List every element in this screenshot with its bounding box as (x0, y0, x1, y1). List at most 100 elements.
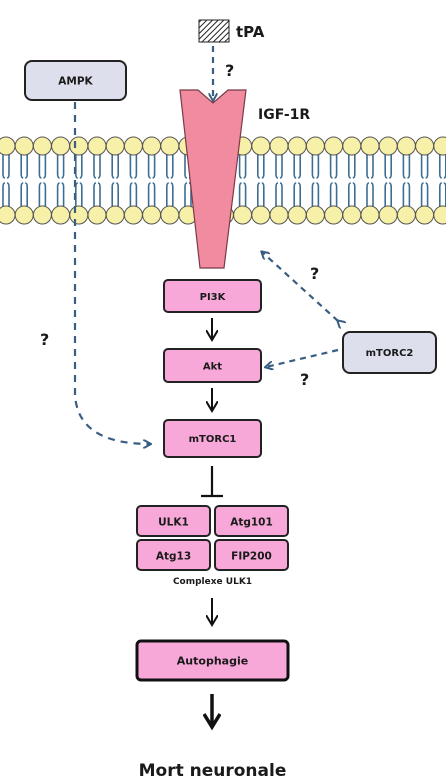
lipid-tail-lower (348, 182, 356, 207)
lipid-tail-upper (111, 154, 119, 179)
lipid-tail-upper (129, 154, 138, 179)
lipid-tail-lower (366, 182, 374, 207)
lipid-head-lower (69, 205, 89, 225)
ampk-to-mtorc1-arrow (73, 102, 150, 444)
mtorc1-label: mTORC1 (189, 434, 237, 445)
ulk1-complex-caption: Complexe ULK1 (173, 577, 252, 587)
lipid-tail-lower (38, 182, 47, 207)
atg101-label: Atg101 (230, 517, 273, 529)
lipid-tail-upper (20, 154, 28, 179)
mtorc2-box (342, 331, 437, 374)
lipid-tail-upper (166, 154, 174, 179)
lipid-head-lower (396, 205, 416, 225)
lipid-tail-lower (111, 182, 119, 207)
lipid-tail-upper (147, 154, 156, 179)
lipid-tail-upper (257, 154, 265, 179)
lipid-tail-lower (2, 182, 10, 207)
mtorc2-to-akt-arrow (266, 348, 339, 367)
lipid-tail-lower (93, 182, 101, 207)
lipid-head-lower (415, 205, 435, 225)
lipid-head-upper (87, 136, 107, 156)
lipid-head-lower (233, 205, 253, 225)
lipid-head-lower (324, 205, 344, 225)
lipid-head-lower (0, 205, 16, 225)
atg13-box (136, 539, 211, 571)
mtorc2-akt-question-mark: ? (300, 370, 309, 389)
mtorc1-box (163, 419, 262, 458)
tpa-ligand: tPA (198, 19, 265, 43)
neuronal-death-label: Mort neuronale (139, 761, 287, 781)
ampk-label: AMPK (58, 76, 93, 88)
lipid-head-lower (305, 205, 325, 225)
lipid-head-lower (32, 205, 52, 225)
lipid-head-upper (0, 136, 16, 156)
lipid-head-lower (14, 205, 34, 225)
lipid-tail-lower (311, 182, 320, 207)
lipid-tail-upper (348, 154, 356, 179)
lipid-tail-lower (402, 182, 411, 207)
lipid-tail-lower (166, 182, 174, 207)
lipid-head-upper (123, 136, 143, 156)
lipid-tail-upper (38, 154, 47, 179)
lipid-head-lower (378, 205, 398, 225)
lipid-head-upper (305, 136, 325, 156)
pi3k-label: PI3K (200, 292, 227, 303)
tpa-label: tPA (236, 23, 265, 41)
mtorc2-label: mTORC2 (366, 348, 414, 359)
lipid-head-lower (160, 205, 180, 225)
lipid-head-lower (105, 205, 125, 225)
autophagy-label: Autophagie (177, 655, 248, 668)
lipid-tail-lower (238, 182, 247, 207)
lipid-tail-upper (93, 154, 101, 179)
lipid-tail-upper (275, 154, 283, 179)
lipid-tail-lower (420, 182, 429, 207)
lipid-head-lower (433, 205, 446, 225)
lipid-tail-lower (20, 182, 28, 207)
lipid-head-upper (396, 136, 416, 156)
lipid-tail-lower (329, 182, 338, 207)
lipid-tail-upper (293, 154, 301, 179)
lipid-head-lower (251, 205, 271, 225)
lipid-head-upper (415, 136, 435, 156)
lipid-head-lower (342, 205, 362, 225)
lipid-head-upper (287, 136, 307, 156)
lipid-head-upper (105, 136, 125, 156)
akt-label: Akt (203, 362, 222, 373)
lipid-tail-lower (275, 182, 283, 207)
atg101-box (214, 505, 289, 537)
lipid-head-lower (287, 205, 307, 225)
ulk1-label: ULK1 (158, 517, 189, 529)
autophagy-box (135, 639, 290, 682)
tpa-question-mark: ? (225, 61, 234, 80)
lipid-tail-lower (257, 182, 265, 207)
lipid-head-upper (378, 136, 398, 156)
lipid-head-lower (123, 205, 143, 225)
lipid-tail-upper (329, 154, 338, 179)
lipid-tail-upper (75, 154, 83, 179)
lipid-tail-lower (129, 182, 138, 207)
lipid-tail-lower (147, 182, 156, 207)
lipid-tail-upper (420, 154, 429, 179)
atg13-label: Atg13 (156, 551, 191, 563)
lipid-head-upper (32, 136, 52, 156)
ampk-box (24, 60, 127, 101)
lipid-tail-lower (293, 182, 301, 207)
mtorc1-inhibits-ulk1-bar (201, 466, 223, 498)
lipid-head-lower (360, 205, 380, 225)
mtorc2-receptor-arrow (262, 252, 338, 321)
lipid-tail-upper (238, 154, 247, 179)
lipid-head-lower (87, 205, 107, 225)
igf1r-receptor (179, 89, 247, 269)
fip200-box (214, 539, 289, 571)
lipid-head-upper (160, 136, 180, 156)
cell-membrane (0, 136, 446, 225)
lipid-tail-upper (384, 154, 392, 179)
fip200-label: FIP200 (231, 551, 272, 563)
lipid-head-upper (69, 136, 89, 156)
lipid-head-upper (251, 136, 271, 156)
mtorc2-receptor-question-mark: ? (310, 264, 319, 283)
igf1r-label: IGF-1R (258, 107, 310, 123)
ulk1-box (136, 505, 211, 537)
lipid-tail-upper (2, 154, 10, 179)
